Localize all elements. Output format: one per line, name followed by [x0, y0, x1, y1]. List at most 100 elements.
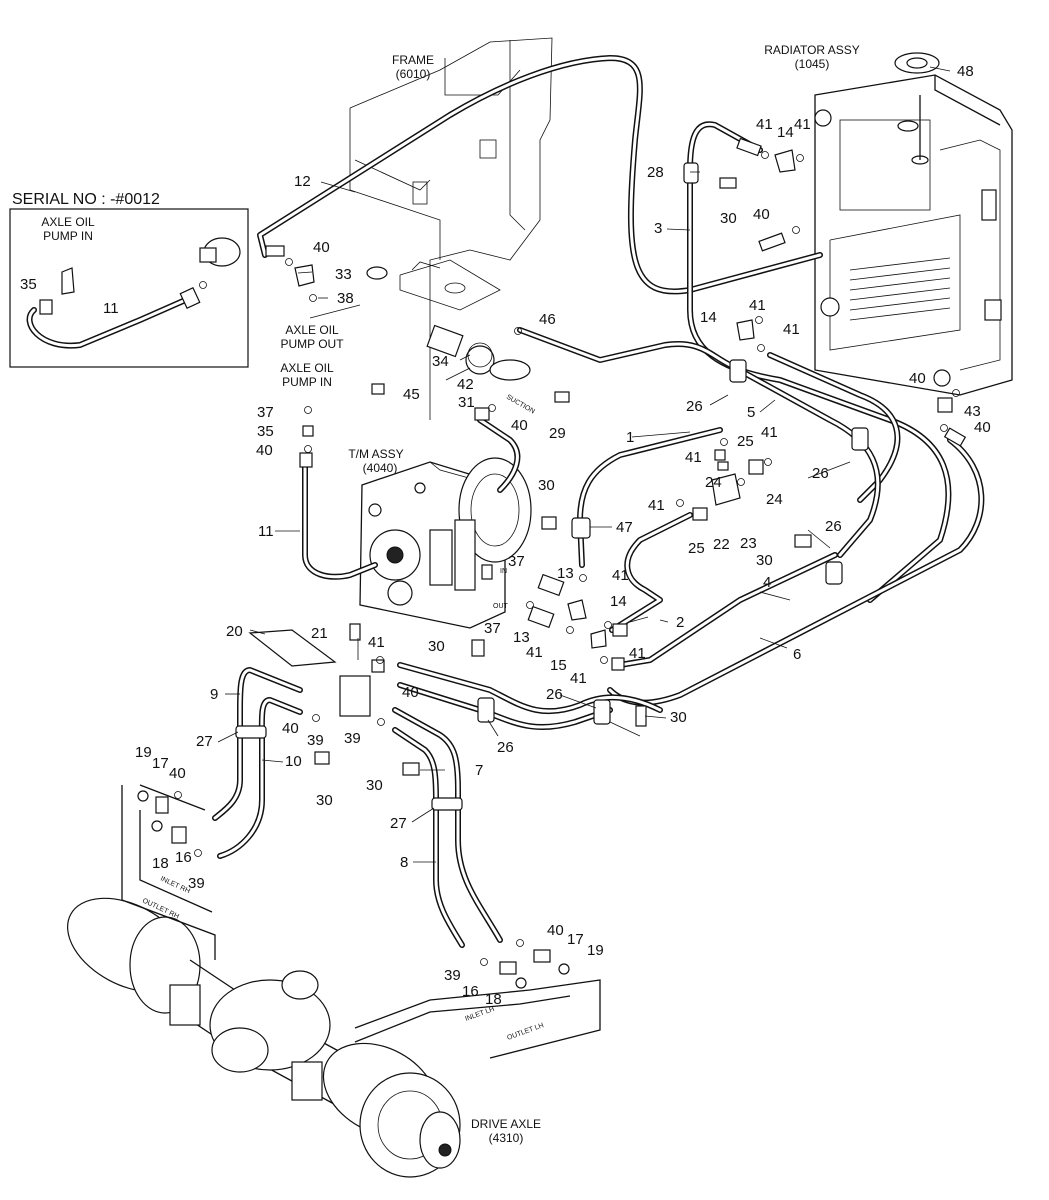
transmission-name: T/M ASSY — [348, 447, 403, 461]
callout-10: 10 — [285, 753, 302, 770]
callout-39a: 39 — [307, 732, 324, 749]
callout-43: 43 — [964, 403, 981, 420]
callout-19a: 19 — [135, 744, 152, 761]
callout-41f: 41 — [761, 424, 778, 441]
assembly-labels: FRAME (6010) RADIATOR ASSY (1045) T/M AS… — [12, 43, 860, 1145]
callout-14c: 14 — [610, 593, 627, 610]
callout-40b: 40 — [753, 206, 770, 223]
drive-axle-name: DRIVE AXLE — [471, 1117, 541, 1131]
leader-lines — [217, 66, 951, 863]
callout-37b: 37 — [508, 553, 525, 570]
hose-lines — [212, 55, 985, 948]
callout-2: 2 — [676, 614, 684, 631]
callout-6: 6 — [793, 646, 801, 663]
callout-12: 12 — [294, 173, 311, 190]
callout-17a: 17 — [152, 755, 169, 772]
callout-40g: 40 — [402, 684, 419, 701]
callout-45: 45 — [403, 386, 420, 403]
callout-20: 20 — [226, 623, 243, 640]
callout-41e: 41 — [685, 449, 702, 466]
callout-14a: 14 — [777, 124, 794, 141]
outlet-lh-label: OUTLET LH — [506, 1022, 544, 1042]
callout-30b: 30 — [538, 477, 555, 494]
suction-label: SUCTION — [505, 394, 536, 416]
callout-25a: 25 — [737, 433, 754, 450]
callout-41c: 41 — [749, 297, 766, 314]
frame-code: (6010) — [396, 67, 431, 81]
callout-16a: 16 — [175, 849, 192, 866]
callout-4: 4 — [763, 574, 771, 591]
callout-16b: 16 — [462, 983, 479, 1000]
part-number-callouts: 1 2 3 4 5 6 7 8 9 10 11 11 12 13 13 14 1… — [20, 63, 991, 1008]
drive-axle-code: (4310) — [489, 1131, 524, 1145]
callout-41d: 41 — [783, 321, 800, 338]
callout-23: 23 — [740, 535, 757, 552]
callout-11: 11 — [258, 523, 274, 540]
callout-18a: 18 — [152, 855, 169, 872]
callout-40e: 40 — [909, 370, 926, 387]
pump-in-line2: PUMP IN — [282, 375, 332, 389]
drive-axle — [67, 897, 461, 1178]
callout-5: 5 — [747, 404, 755, 421]
serial-number-title: SERIAL NO : -#0012 — [12, 191, 160, 208]
transmission-assembly — [359, 457, 532, 629]
callout-26d: 26 — [546, 686, 563, 703]
callout-40f: 40 — [974, 419, 991, 436]
callout-41a: 41 — [756, 116, 773, 133]
callout-41h: 41 — [612, 567, 629, 584]
fittings — [155, 137, 967, 975]
callout-46: 46 — [539, 311, 556, 328]
tm-in-label: IN — [500, 568, 507, 575]
callout-24a: 24 — [705, 474, 722, 491]
callout-40a: 40 — [313, 239, 330, 256]
callout-39d: 39 — [444, 967, 461, 984]
serial-caption-line2: PUMP IN — [43, 229, 93, 243]
callout-30g: 30 — [366, 777, 383, 794]
callout-21: 21 — [311, 625, 328, 642]
callout-26c: 26 — [825, 518, 842, 535]
callout-13a: 13 — [557, 565, 574, 582]
callout-41g: 41 — [648, 497, 665, 514]
callout-8: 8 — [400, 854, 408, 871]
callout-13b: 13 — [513, 629, 530, 646]
callout-47: 47 — [616, 519, 633, 536]
callout-30f: 30 — [316, 792, 333, 809]
pump-out-line1: AXLE OIL — [285, 323, 339, 337]
callout-7: 7 — [475, 762, 483, 779]
callout-30a: 30 — [720, 210, 737, 227]
callout-24b: 24 — [766, 491, 783, 508]
callout-39b: 39 — [344, 730, 361, 747]
callout-28: 28 — [647, 164, 664, 181]
callout-38: 38 — [337, 290, 354, 307]
callout-41j: 41 — [629, 645, 646, 662]
callout-41i: 41 — [526, 644, 543, 661]
radiator-assembly — [814, 74, 1013, 396]
radiator-name: RADIATOR ASSY — [764, 43, 860, 57]
callout-17b: 17 — [567, 931, 584, 948]
serial-inset-box — [9, 208, 249, 368]
callout-41k: 41 — [570, 670, 587, 687]
inlet-rh-label: INLET RH — [159, 875, 191, 895]
callout-27b: 27 — [390, 815, 407, 832]
callout-3: 3 — [654, 220, 662, 237]
callout-40c: 40 — [511, 417, 528, 434]
callout-1: 1 — [626, 429, 634, 446]
callout-37c: 37 — [484, 620, 501, 637]
callout-40j: 40 — [547, 922, 564, 939]
callout-26a: 26 — [686, 398, 703, 415]
callout-40h: 40 — [282, 720, 299, 737]
callout-9: 9 — [210, 686, 218, 703]
callout-35-inset: 35 — [20, 276, 37, 293]
callout-15: 15 — [550, 657, 567, 674]
callout-31: 31 — [458, 394, 475, 411]
radiator-code: (1045) — [795, 57, 830, 71]
callout-18b: 18 — [485, 991, 502, 1008]
callout-40d: 40 — [256, 442, 273, 459]
axle-port-leaders — [121, 784, 601, 1059]
clamps — [235, 162, 869, 811]
callout-29: 29 — [549, 425, 566, 442]
callout-41b: 41 — [794, 116, 811, 133]
callout-37a: 37 — [257, 404, 274, 421]
callout-39c: 39 — [188, 875, 205, 892]
o-rings — [137, 151, 960, 989]
